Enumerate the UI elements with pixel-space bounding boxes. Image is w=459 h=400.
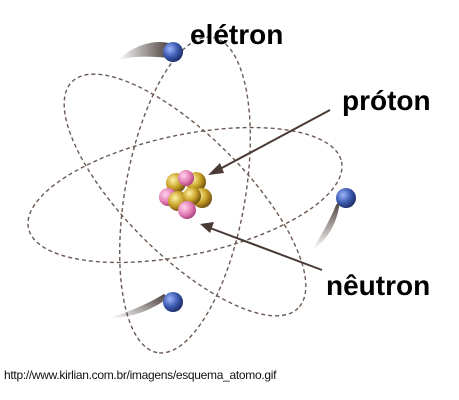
- orbits: [27, 36, 343, 354]
- electron-label: elétron: [190, 19, 283, 50]
- neutron-label: nêutron: [326, 270, 430, 301]
- electron-sphere-bottom: [163, 292, 183, 312]
- electron-trail-bottom: [110, 294, 168, 318]
- electron-trail-right: [312, 200, 340, 250]
- proton-particle: [178, 170, 194, 186]
- orbit-ring-3: [119, 36, 251, 354]
- neutron-arrow-head: [200, 222, 214, 233]
- proton-arrow-line: [217, 109, 331, 171]
- proton-label: próton: [342, 85, 431, 116]
- arrows: [200, 109, 331, 271]
- electron-trail-top: [118, 41, 172, 60]
- electron-top: [118, 41, 183, 62]
- proton-arrow-head: [208, 163, 224, 175]
- electron-right: [312, 188, 356, 250]
- neutron-arrow-line: [209, 227, 323, 271]
- electron-sphere-top: [163, 42, 183, 62]
- neutron-particle: [183, 187, 201, 205]
- electron-sphere-right: [336, 188, 356, 208]
- electron-bottom: [110, 292, 183, 318]
- source-url-caption: http://www.kirlian.com.br/imagens/esquem…: [4, 368, 277, 382]
- proton-particle: [178, 201, 196, 219]
- orbit-ring-2: [63, 73, 307, 317]
- orbit-ring-1: [27, 126, 343, 264]
- nucleus: [159, 170, 212, 219]
